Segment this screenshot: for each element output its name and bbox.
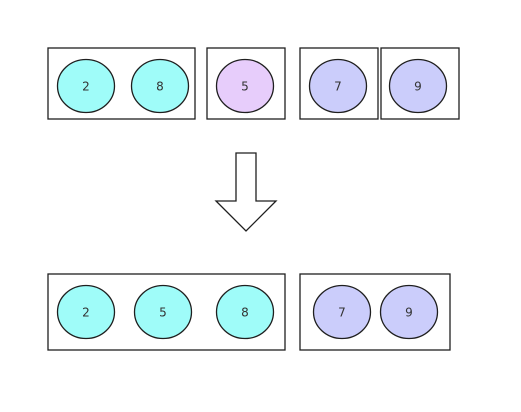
- after-group-2: 7 9: [299, 273, 451, 351]
- node-label: 5: [159, 306, 167, 320]
- node-label: 7: [334, 80, 342, 94]
- node-label: 2: [82, 306, 90, 320]
- before-group-2: 5: [206, 47, 286, 120]
- node-circle-shape: [130, 58, 190, 114]
- node-circle: 7: [308, 58, 368, 114]
- node-circle: 8: [130, 58, 190, 114]
- before-row: 2 8 5 7 9: [47, 47, 460, 120]
- node-label: 5: [241, 80, 249, 94]
- node-circle-shape: [215, 284, 275, 340]
- node-circle-shape: [133, 284, 193, 340]
- after-group-1: 2 5 8: [47, 273, 286, 351]
- group-box: [47, 47, 196, 120]
- group-box: [206, 47, 286, 120]
- before-group-4: 9: [380, 47, 460, 120]
- node-circle-shape: [56, 284, 116, 340]
- arrow-down-shape: [214, 152, 278, 232]
- node-circle: 7: [312, 284, 372, 340]
- node-circle: 9: [388, 58, 448, 114]
- node-circle: 9: [379, 284, 439, 340]
- node-circle: 2: [56, 284, 116, 340]
- node-label: 8: [241, 306, 249, 320]
- node-circle-shape: [388, 58, 448, 114]
- node-circle: 2: [56, 58, 116, 114]
- node-label: 7: [338, 306, 346, 320]
- node-label: 9: [414, 80, 422, 94]
- arrow-down-icon: [214, 152, 278, 232]
- node-circle-shape: [308, 58, 368, 114]
- node-circle: 5: [133, 284, 193, 340]
- node-circle: 8: [215, 284, 275, 340]
- node-label: 2: [82, 80, 90, 94]
- group-box: [47, 273, 286, 351]
- after-row: 2 5 8 7 9: [47, 273, 451, 351]
- node-label: 9: [405, 306, 413, 320]
- group-box: [299, 273, 451, 351]
- group-box: [380, 47, 460, 120]
- before-group-3: 7: [299, 47, 379, 120]
- node-circle-shape: [56, 58, 116, 114]
- node-circle-shape: [312, 284, 372, 340]
- group-box: [299, 47, 379, 120]
- node-label: 8: [156, 80, 164, 94]
- node-circle-shape: [215, 58, 275, 114]
- node-circle-shape: [379, 284, 439, 340]
- before-group-1: 2 8: [47, 47, 196, 120]
- node-circle: 5: [215, 58, 275, 114]
